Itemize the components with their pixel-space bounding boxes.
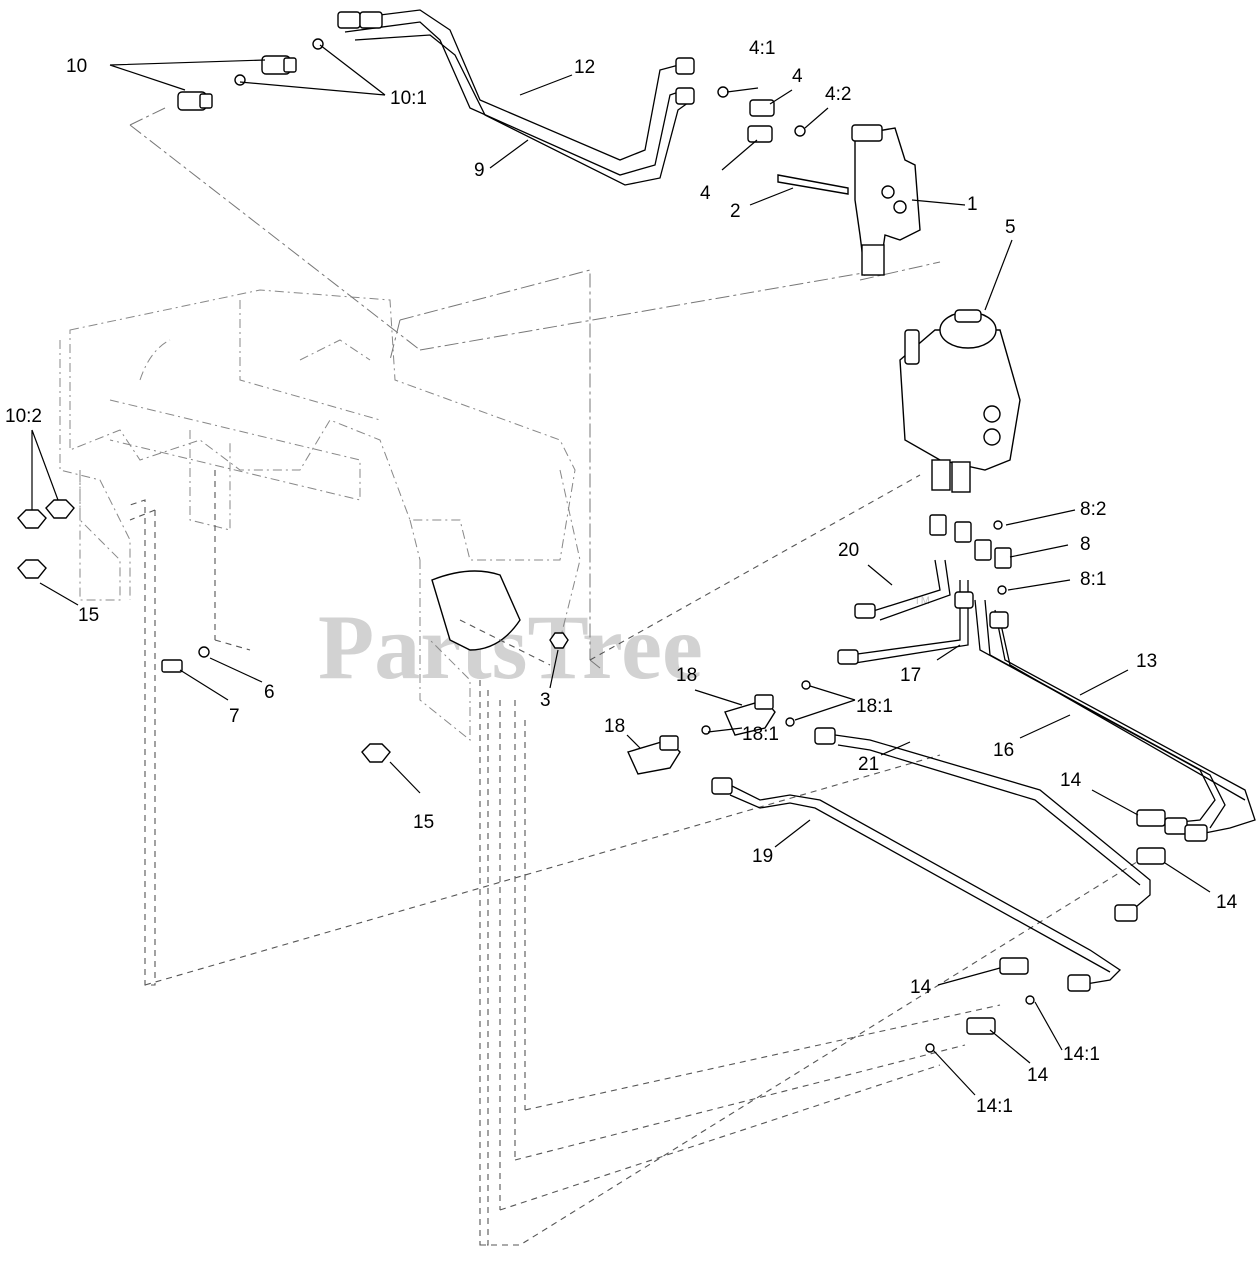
callout-18-1-upper: 18:1 (856, 696, 893, 717)
callout-7: 7 (229, 706, 240, 727)
callout-10-2: 10:2 (5, 406, 42, 427)
control-valve (851, 124, 921, 276)
frame-assembly (59, 289, 581, 742)
callout-8: 8 (1080, 534, 1091, 555)
valve-fittings (929, 514, 1012, 595)
tee-fittings (627, 680, 811, 775)
callout-18-1-lower: 18:1 (742, 724, 779, 745)
lift-valve (899, 309, 1021, 493)
callout-14-1-a: 14:1 (1063, 1044, 1100, 1065)
callout-4-1: 4:1 (749, 38, 775, 59)
bulkhead-adapters (925, 809, 1208, 1053)
callout-14-a: 14 (1060, 770, 1082, 791)
pin (777, 174, 849, 195)
callout-19: 19 (752, 846, 773, 867)
callout-12: 12 (574, 57, 595, 78)
callout-4-2: 4:2 (825, 84, 851, 105)
callout-20: 20 (838, 540, 859, 561)
callout-18-lower: 18 (604, 716, 625, 737)
mounting-plane (129, 107, 941, 669)
callout-8-2: 8:2 (1080, 499, 1106, 520)
callout-16: 16 (993, 740, 1014, 761)
lower-tubes (814, 559, 1256, 922)
callout-18-upper: 18 (676, 665, 697, 686)
callout-2: 2 (730, 201, 741, 222)
callout-14-1-b: 14:1 (976, 1096, 1013, 1117)
leader-lines (31, 44, 1211, 1096)
callout-21: 21 (858, 754, 879, 775)
hidden-routings (129, 470, 1141, 1246)
callout-17: 17 (900, 665, 921, 686)
tube-19 (711, 777, 1122, 992)
callout-6: 6 (264, 682, 275, 703)
callout-labels: 1 2 3 4 4 4:1 4:2 5 6 7 8 8:1 8:2 9 10 1… (5, 38, 1238, 1117)
callout-4-lower: 4 (700, 183, 711, 204)
callout-13: 13 (1136, 651, 1157, 672)
callout-8-1: 8:1 (1080, 569, 1106, 590)
callout-5: 5 (1005, 217, 1016, 238)
flange-nut (549, 632, 569, 649)
callout-10: 10 (66, 56, 87, 77)
callout-1: 1 (967, 194, 978, 215)
lock-nuts (17, 499, 391, 763)
callout-15-lower: 15 (413, 812, 434, 833)
callout-3: 3 (540, 690, 551, 711)
callout-14-b: 14 (1216, 892, 1238, 913)
screw (161, 659, 183, 673)
callout-4-upper: 4 (792, 66, 803, 87)
bulkhead-fittings (177, 38, 324, 111)
upper-tubes (337, 9, 695, 186)
callout-15-left: 15 (78, 605, 99, 626)
washer (198, 646, 210, 658)
adapter-fittings (717, 86, 806, 143)
callout-14-d: 14 (1027, 1065, 1049, 1086)
callout-10-1: 10:1 (390, 88, 427, 109)
callout-14-c: 14 (910, 977, 932, 998)
callout-9: 9 (474, 160, 485, 181)
